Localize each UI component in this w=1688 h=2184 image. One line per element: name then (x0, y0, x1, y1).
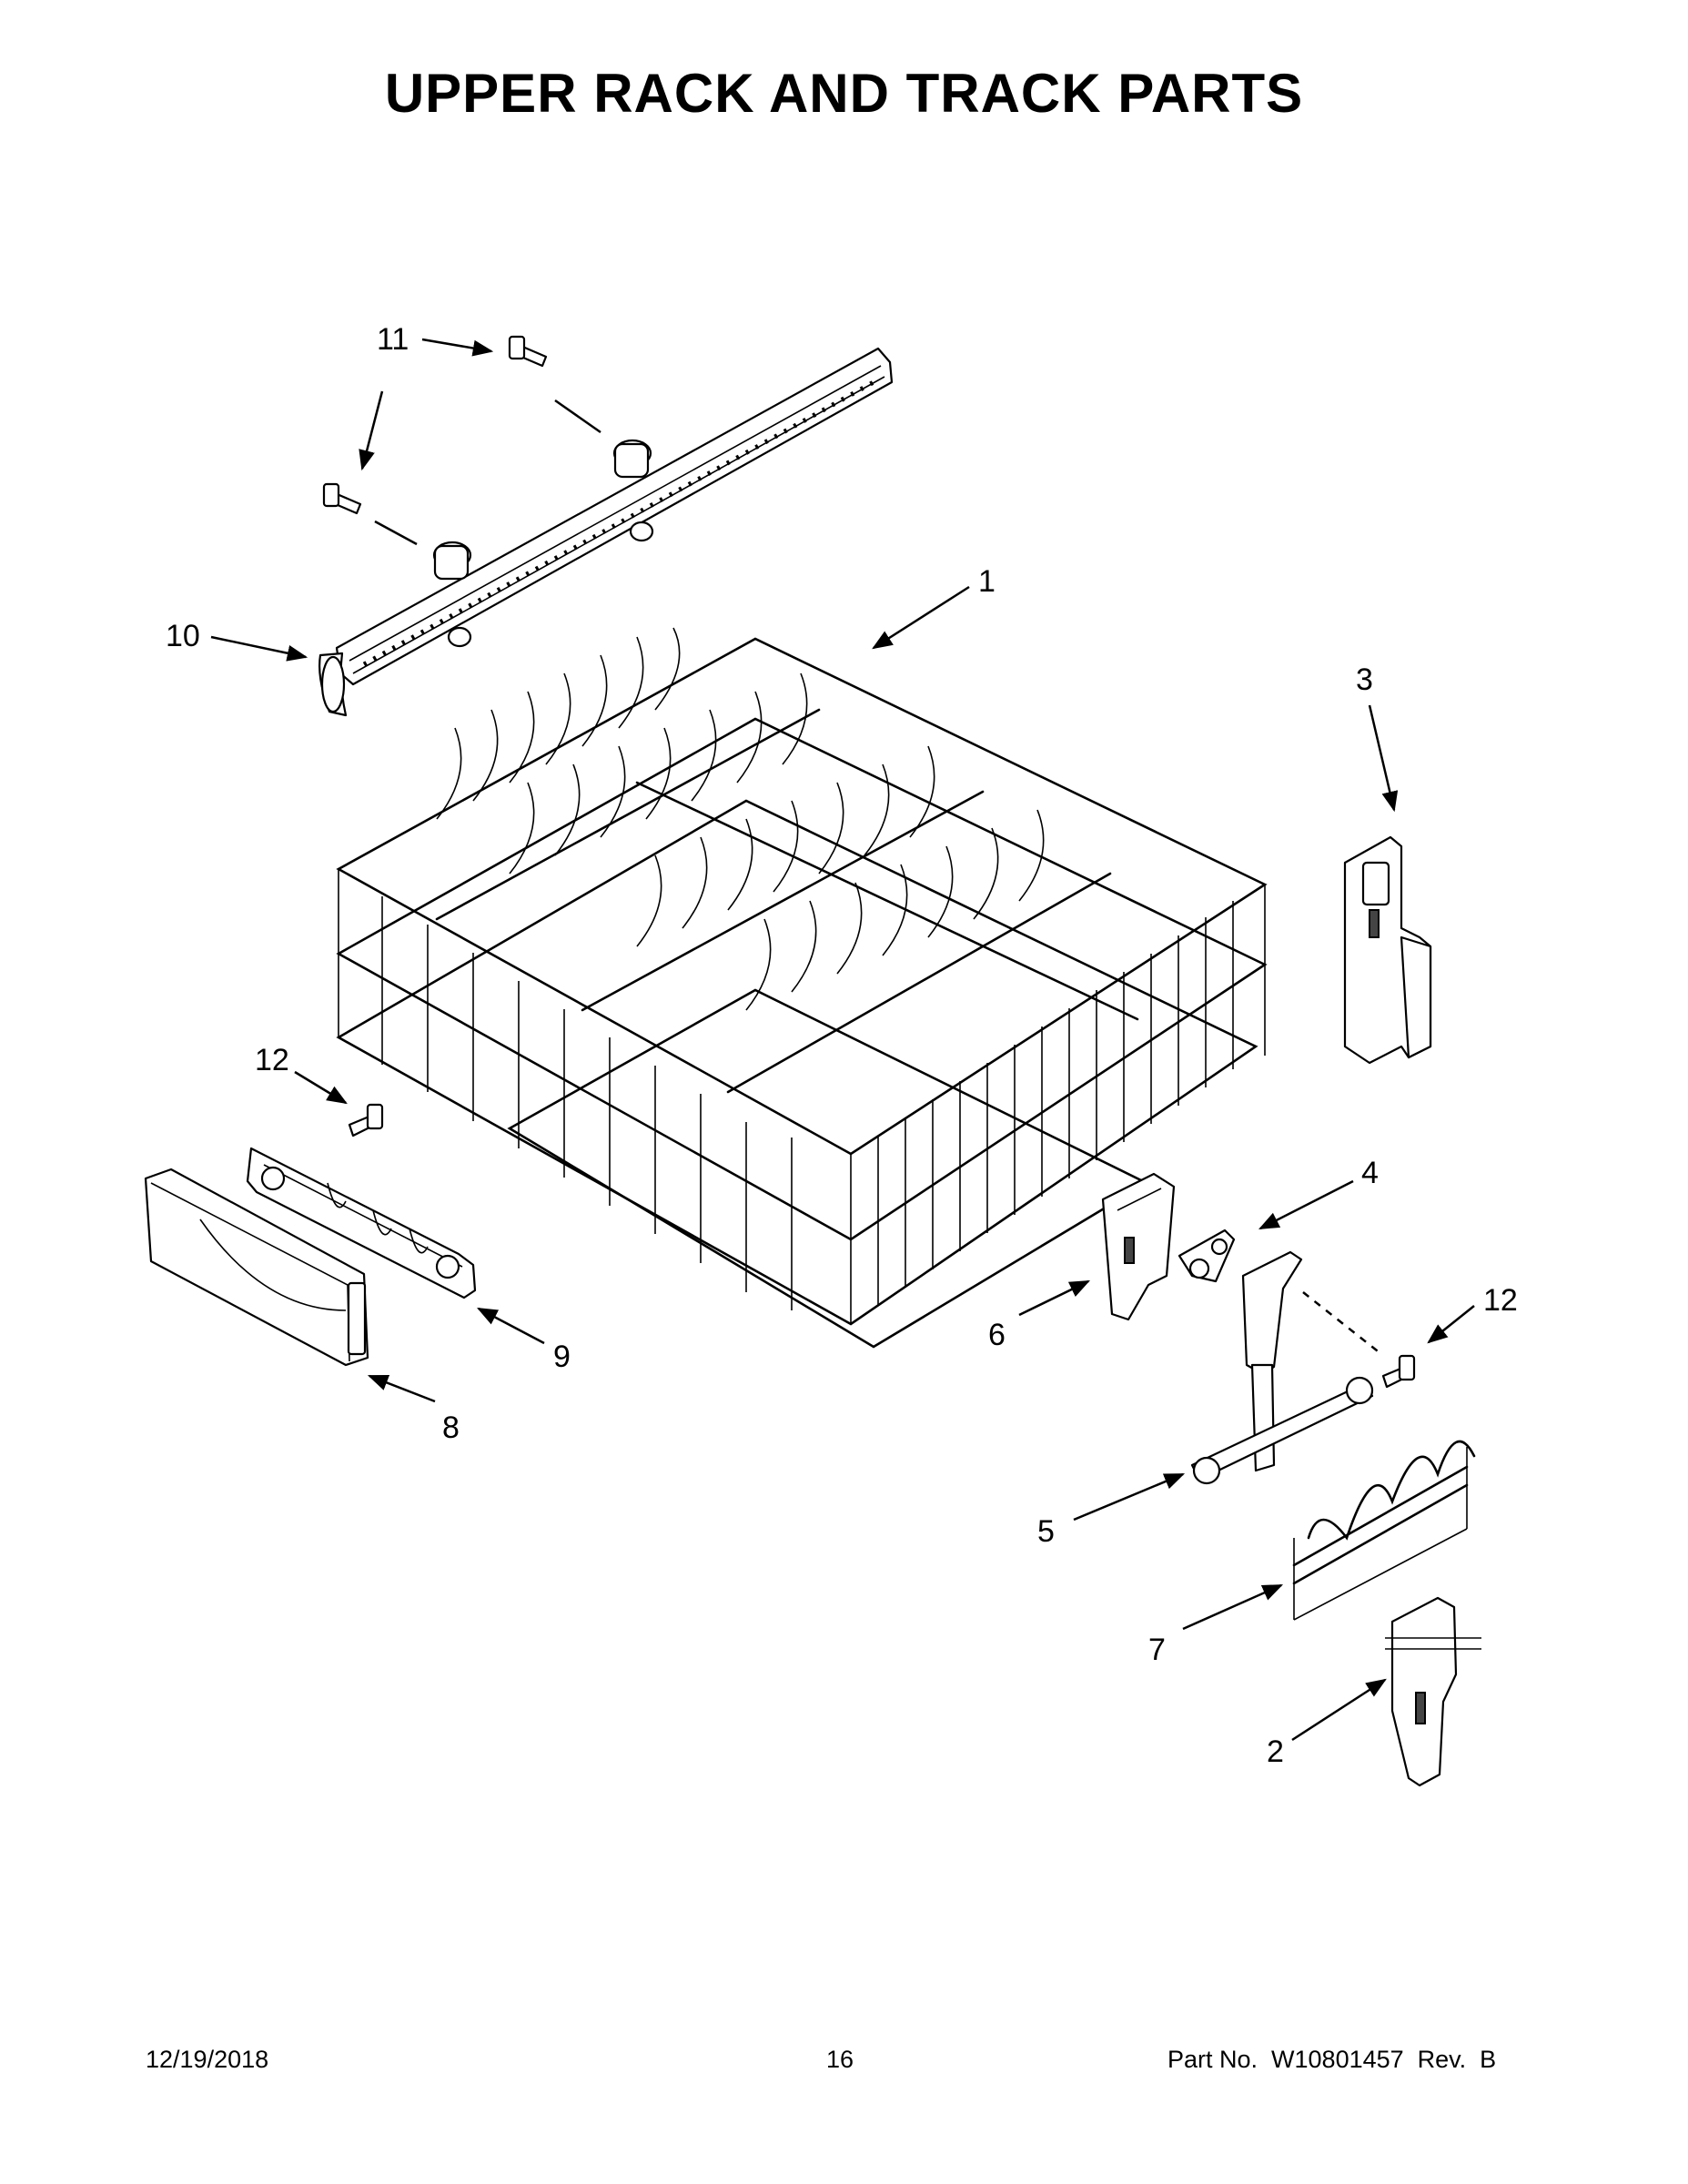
leader-10 (210, 635, 308, 662)
callout-labels: 11 1 10 3 12 4 12 6 9 8 5 7 2 (166, 322, 1518, 1769)
screw-guide-line-b (374, 520, 418, 546)
leader-11b (359, 390, 384, 471)
page-title: UPPER RACK AND TRACK PARTS (384, 63, 1304, 124)
leader-2 (1291, 1678, 1387, 1742)
clip-part-6 (1101, 1172, 1176, 1321)
footer-date: 12/19/2018 (146, 2046, 269, 2073)
callout-9: 9 (553, 1340, 571, 1374)
leader-9 (477, 1307, 545, 1345)
track-rail-part (318, 347, 894, 717)
screw-part-12b (1381, 1354, 1416, 1389)
screw-guide-line-a (554, 399, 601, 434)
callout-4: 4 (1361, 1156, 1379, 1190)
leader-12a (294, 1070, 348, 1105)
footer-page-number: 16 (826, 2046, 854, 2073)
leader-6 (1018, 1279, 1091, 1317)
rack-front-wires (850, 885, 1266, 1324)
cup-shelf-part-7 (1292, 1440, 1476, 1621)
leader-7 (1182, 1583, 1284, 1631)
callout-3: 3 (1356, 662, 1373, 697)
callout-5: 5 (1037, 1514, 1055, 1549)
screw-guide-dashed-line (1302, 1291, 1382, 1355)
screw-part-11b (322, 482, 362, 515)
actuator-assembly-part-5 (1190, 1250, 1374, 1485)
rack-side-wires (338, 869, 793, 1310)
callout-12-right: 12 (1483, 1283, 1518, 1318)
leader-11a (421, 338, 494, 357)
leader-4 (1258, 1179, 1354, 1230)
callout-7: 7 (1148, 1633, 1166, 1667)
screw-part-12a (348, 1103, 384, 1138)
callout-2: 2 (1267, 1734, 1284, 1769)
footer-part-number: Part No. W10801457 Rev. B (1167, 2046, 1497, 2073)
leader-lines (210, 338, 1475, 1742)
front-bracket-part-9 (246, 1147, 477, 1299)
leader-12b (1427, 1305, 1475, 1344)
latch-part-4 (1178, 1228, 1236, 1283)
rack-tines (436, 627, 1045, 1011)
leader-5 (1073, 1472, 1186, 1522)
callout-6: 6 (988, 1318, 1006, 1352)
handle-cover-part-8 (144, 1168, 369, 1367)
callout-8: 8 (442, 1410, 460, 1445)
screw-part-11a (508, 335, 548, 368)
adjuster-part-3 (1343, 835, 1432, 1065)
leader-3 (1368, 704, 1399, 813)
clip-part-2 (1385, 1596, 1481, 1787)
leader-8 (367, 1374, 436, 1403)
callout-11: 11 (377, 322, 409, 357)
callout-1: 1 (978, 564, 996, 599)
callout-12-left: 12 (255, 1043, 289, 1077)
leader-1 (872, 585, 970, 650)
callout-10: 10 (166, 619, 200, 653)
